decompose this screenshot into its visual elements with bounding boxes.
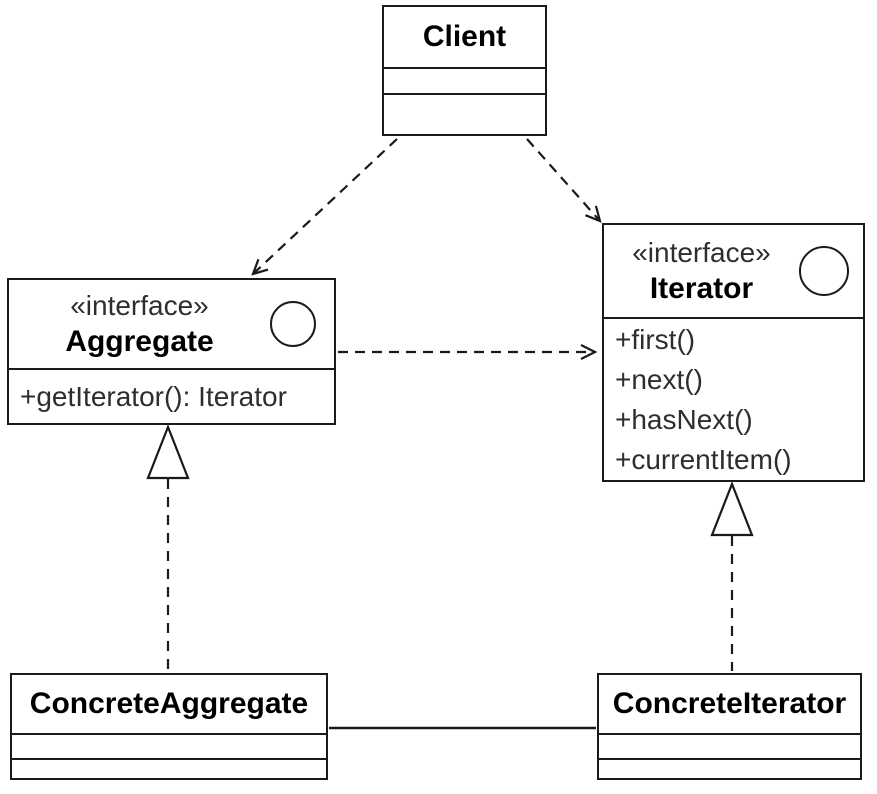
dependency-arrow-client-to-iterator <box>526 138 602 223</box>
class-name-iterator: Iterator <box>649 271 754 305</box>
attributes-compartment-client <box>384 67 545 93</box>
interface-circle-icon-aggregate <box>270 301 316 347</box>
method-next: +next() <box>615 363 703 395</box>
title-text-iterator: «interface» Iterator <box>604 236 799 307</box>
operations-compartment-aggregate: +getIterator(): Iterator <box>9 368 334 423</box>
class-name-concrete-aggregate: ConcreteAggregate <box>29 687 309 720</box>
stereotype-label-iterator: «interface» <box>632 236 771 268</box>
class-name-aggregate: Aggregate <box>65 324 214 358</box>
interface-box-aggregate: «interface» Aggregate +getIterator(): It… <box>7 278 336 425</box>
method-getiterator: +getIterator(): Iterator <box>20 380 287 412</box>
stereotype-label-aggregate: «interface» <box>70 289 209 321</box>
dependency-arrow-client-to-aggregate <box>251 138 398 276</box>
class-box-concrete-aggregate: ConcreteAggregate <box>10 673 328 780</box>
realization-triangle-iterator <box>710 480 754 537</box>
interface-box-iterator: «interface» Iterator +first() +next() +h… <box>602 223 865 482</box>
title-compartment-aggregate: «interface» Aggregate <box>9 280 334 368</box>
class-name-client: Client <box>422 20 507 53</box>
method-first: +first() <box>615 323 696 355</box>
method-currentitem: +currentItem() <box>615 443 792 475</box>
title-compartment-iterator: «interface» Iterator <box>604 225 863 317</box>
class-name-concrete-iterator: ConcreteIterator <box>612 687 847 720</box>
attributes-compartment-concrete-iterator <box>599 733 860 758</box>
operations-compartment-concrete-aggregate <box>12 758 326 778</box>
operations-compartment-concrete-iterator <box>599 758 860 778</box>
class-box-client: Client <box>382 5 547 136</box>
attributes-compartment-concrete-aggregate <box>12 733 326 758</box>
realization-triangle-aggregate <box>146 423 190 480</box>
method-hasnext: +hasNext() <box>615 403 753 435</box>
interface-circle-icon-iterator <box>799 246 849 296</box>
operations-compartment-client <box>384 93 545 134</box>
operations-compartment-iterator: +first() +next() +hasNext() +currentItem… <box>604 317 863 480</box>
title-text-aggregate: «interface» Aggregate <box>9 289 270 360</box>
class-box-concrete-iterator: ConcreteIterator <box>597 673 862 780</box>
